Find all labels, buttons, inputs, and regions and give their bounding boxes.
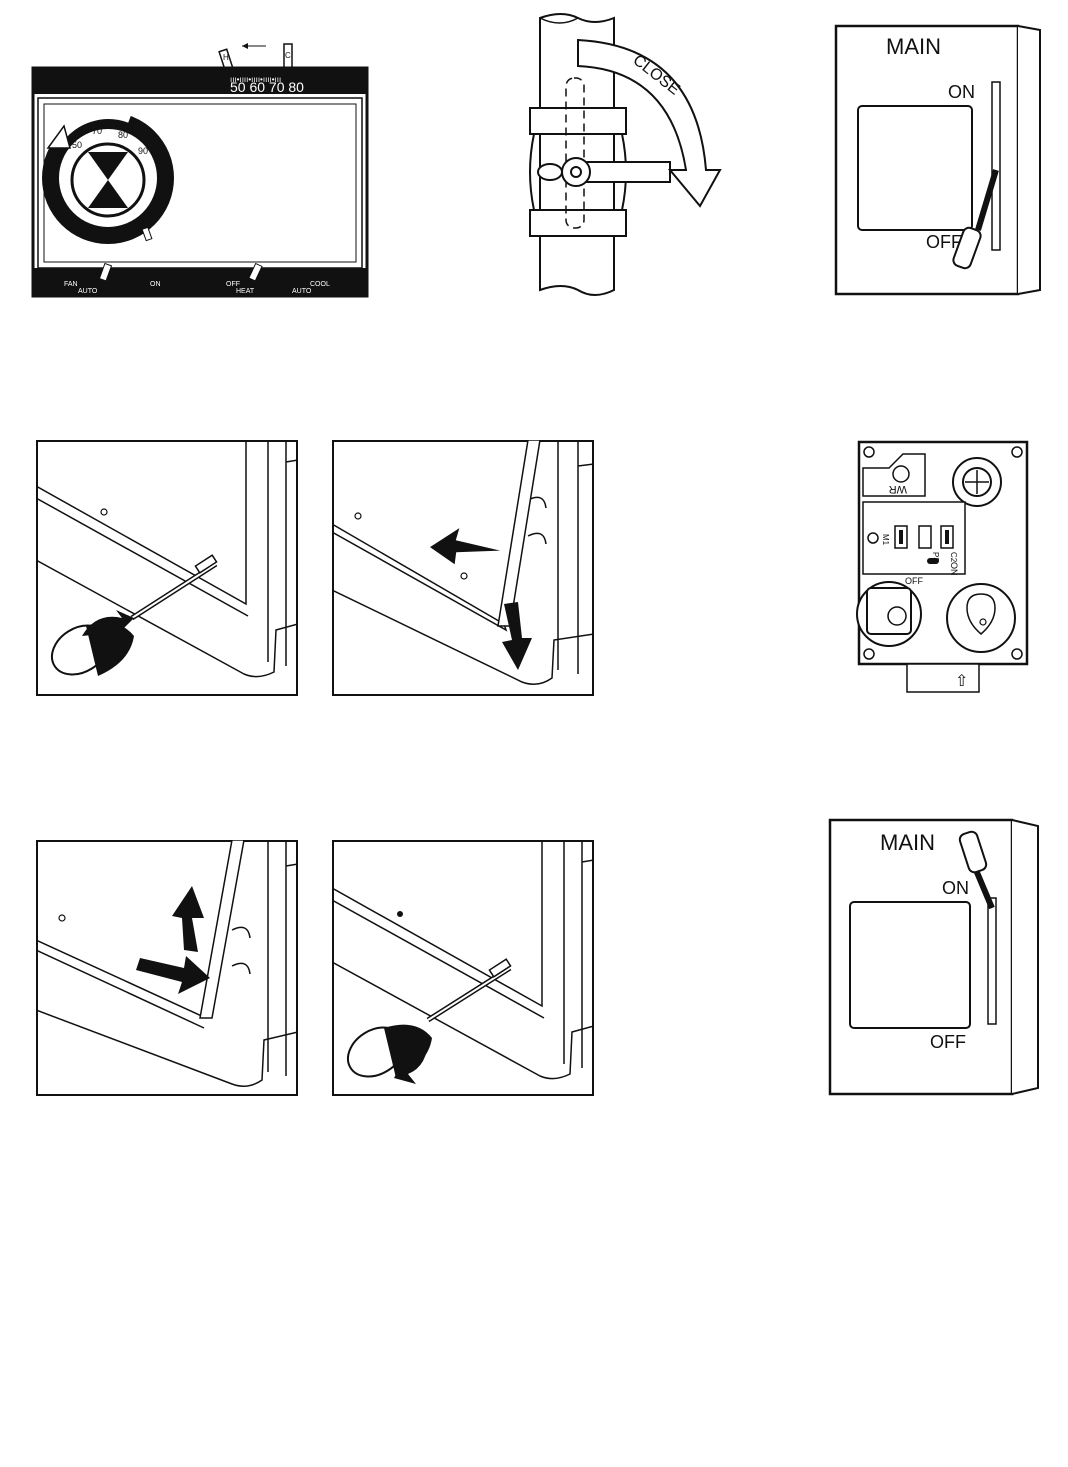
disconnect-box-icon	[830, 820, 1038, 1094]
on-label: ON	[948, 82, 975, 102]
on-label: ON	[949, 562, 959, 576]
dial-number: 90	[138, 146, 148, 156]
off-label: OFF	[930, 1032, 966, 1052]
main-title: MAIN	[886, 34, 941, 59]
system-cool-label: COOL	[310, 281, 330, 288]
remove-door-panel	[332, 440, 594, 696]
gas-valve-panel: CLOSE	[520, 10, 730, 300]
flow-arrow-label: ⇧	[955, 673, 968, 690]
thermostat-dial-icon: 50 70 80 90	[42, 112, 174, 244]
on-label: ON	[942, 878, 969, 898]
replace-door-panel	[36, 840, 298, 1096]
main-switch-off-panel: MAIN ON OFF	[830, 20, 1050, 300]
off-label: OFF	[905, 576, 923, 586]
fan-on-label: ON	[150, 281, 161, 288]
lever-h-label: H	[223, 53, 229, 62]
terminal-label: M1	[881, 534, 890, 546]
main-title: MAIN	[880, 830, 935, 855]
main-switch-on-panel: MAIN ON OFF	[824, 812, 1048, 1100]
system-off-label: OFF	[226, 281, 240, 288]
fan-auto-label: AUTO	[78, 288, 98, 295]
system-heat-label: HEAT	[236, 288, 255, 295]
replace-screw-panel	[332, 840, 594, 1096]
system-auto-label: AUTO	[292, 288, 312, 295]
lever-c-label: C	[285, 51, 291, 60]
dial-number: 70	[92, 126, 102, 136]
wr-label: WR	[889, 483, 907, 495]
fan-label: FAN	[64, 281, 78, 288]
gas-control-valve-icon: WR M1 P3 C2 OFF ON ⇧	[857, 442, 1027, 692]
dial-number: 50	[72, 140, 82, 150]
temperature-scale: 50 60 70 80	[230, 79, 304, 95]
thermostat-panel: H C ııı•ıııı•ıııı•ıııı•ııı 50 60 70 80 5…	[30, 30, 370, 300]
disconnect-box-icon	[836, 26, 1040, 294]
dial-number: 80	[118, 130, 128, 140]
gas-control-panel: WR M1 P3 C2 OFF ON ⇧	[855, 438, 1035, 700]
remove-screw-panel	[36, 440, 298, 696]
